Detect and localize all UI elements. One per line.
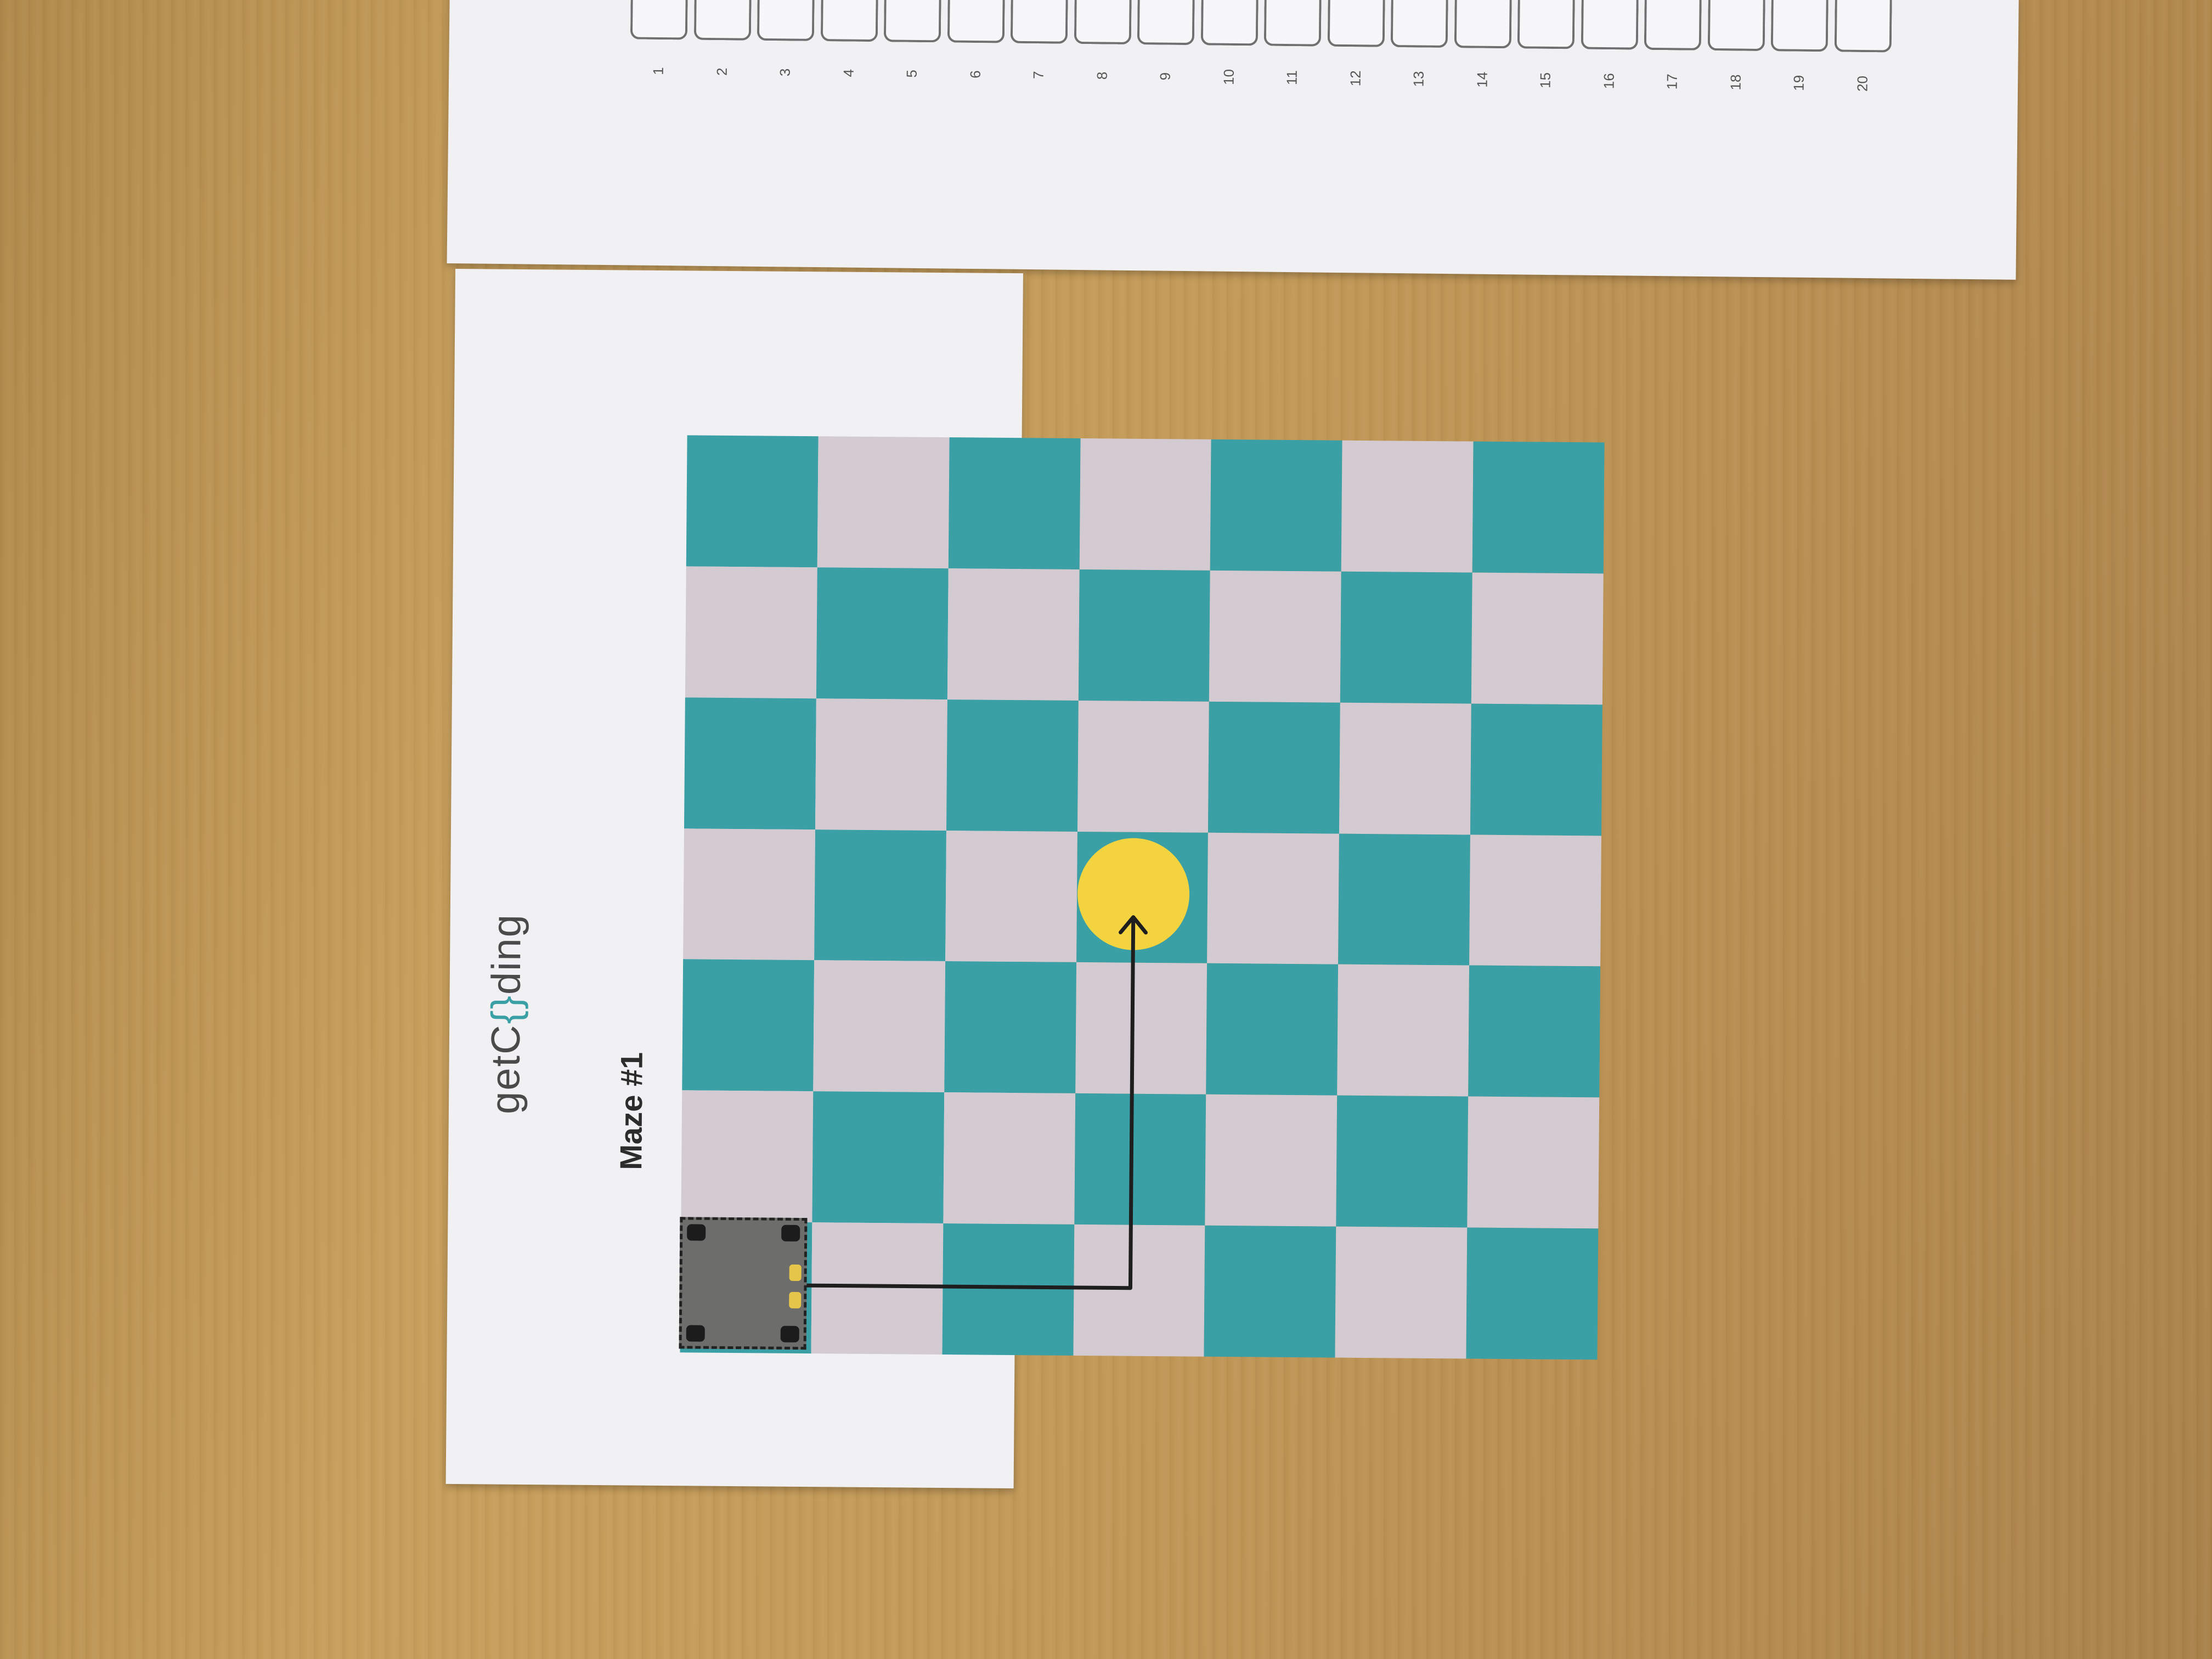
command-slot bbox=[820, 0, 878, 42]
command-slot-number: 9 bbox=[1156, 72, 1173, 81]
command-slot-number: 16 bbox=[1600, 73, 1617, 89]
maze-cell bbox=[1079, 438, 1212, 571]
maze-cell bbox=[1205, 1094, 1338, 1227]
command-slot bbox=[1010, 0, 1068, 44]
maze-cell bbox=[1210, 439, 1342, 572]
command-slot bbox=[1200, 0, 1259, 46]
command-slot bbox=[1390, 0, 1448, 48]
maze-cell bbox=[1206, 963, 1339, 1096]
maze-cell bbox=[1469, 834, 1601, 967]
maze-cell bbox=[1471, 572, 1604, 705]
maze-cell bbox=[1336, 1095, 1469, 1228]
maze-sheet: getC{}ding Maze #1 bbox=[445, 269, 1605, 1489]
maze-cell bbox=[1074, 1093, 1206, 1226]
command-slot bbox=[1581, 0, 1639, 50]
command-slot-number: 10 bbox=[1220, 69, 1237, 85]
maze-cell bbox=[1335, 1226, 1468, 1359]
maze-overlay bbox=[806, 838, 1190, 1290]
maze-cell bbox=[1470, 703, 1602, 836]
maze-cell bbox=[1204, 1225, 1336, 1358]
command-slot-number: 6 bbox=[967, 70, 984, 78]
maze-cell bbox=[1338, 833, 1471, 966]
maze-cell bbox=[1077, 700, 1210, 833]
command-slot-number: 14 bbox=[1474, 71, 1491, 88]
maze-cell bbox=[1467, 1096, 1600, 1229]
command-slot bbox=[1263, 0, 1322, 47]
maze-cell bbox=[1075, 962, 1207, 1095]
command-slot bbox=[1454, 0, 1512, 49]
command-slot-number: 5 bbox=[903, 69, 920, 78]
drawn-path-line bbox=[806, 918, 1136, 1290]
command-slot-number: 19 bbox=[1790, 75, 1807, 91]
command-slot bbox=[1327, 0, 1385, 47]
command-slot bbox=[1517, 0, 1575, 49]
command-slot bbox=[1707, 0, 1765, 52]
command-slot bbox=[757, 0, 815, 41]
command-slot bbox=[1137, 0, 1195, 46]
command-slot-number: 20 bbox=[1853, 75, 1871, 92]
command-slot bbox=[1644, 0, 1702, 50]
maze-cell bbox=[1207, 832, 1340, 965]
path-arrowhead-icon bbox=[1119, 915, 1148, 935]
command-slot bbox=[883, 0, 941, 43]
command-slot bbox=[693, 0, 752, 41]
command-slot-number: 18 bbox=[1726, 74, 1744, 91]
command-slot-number: 12 bbox=[1347, 70, 1364, 87]
yellow-circle-goal bbox=[1077, 838, 1190, 950]
maze-cell bbox=[1341, 440, 1474, 573]
command-slot-number: 3 bbox=[776, 68, 793, 77]
command-slot-number: 4 bbox=[840, 69, 857, 77]
command-slot-number: 7 bbox=[1030, 71, 1047, 80]
command-slot-number: 8 bbox=[1093, 71, 1110, 80]
maze-cell bbox=[1337, 964, 1470, 1097]
maze-cell bbox=[1209, 570, 1341, 703]
command-slot-number: 15 bbox=[1537, 72, 1554, 89]
maze-cell bbox=[1339, 702, 1471, 835]
command-slot-number: 2 bbox=[713, 67, 730, 76]
command-slot bbox=[947, 0, 1005, 43]
command-slot-number: 11 bbox=[1283, 70, 1300, 86]
command-slot-number: 13 bbox=[1410, 71, 1427, 87]
maze-cell bbox=[1472, 441, 1605, 574]
maze-cell bbox=[1466, 1227, 1599, 1360]
maze-cell bbox=[1208, 701, 1341, 834]
command-slot bbox=[1834, 0, 1892, 53]
command-slot bbox=[1770, 0, 1829, 52]
command-slot-number: 17 bbox=[1663, 74, 1680, 90]
maze-cell bbox=[1078, 569, 1211, 702]
command-slot bbox=[630, 0, 688, 40]
maze-cell bbox=[1468, 965, 1601, 1098]
command-slot-number: 1 bbox=[650, 67, 667, 75]
maze-cell bbox=[1340, 571, 1472, 704]
command-slot bbox=[1074, 0, 1132, 45]
maze-cell bbox=[1073, 1224, 1205, 1357]
